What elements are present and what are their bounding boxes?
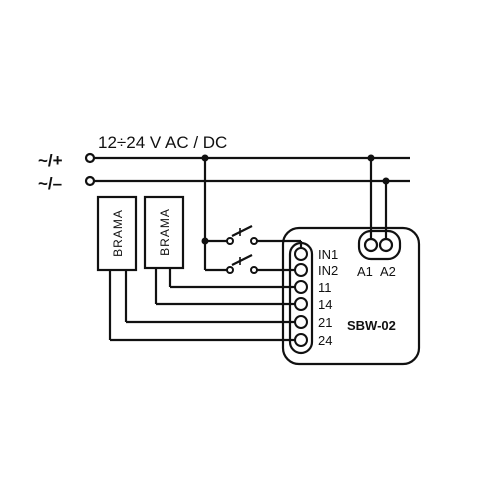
supply-voltage-label: 12÷24 V AC / DC xyxy=(98,133,227,152)
gate-1-box xyxy=(96,195,138,272)
a1-terminal xyxy=(363,237,379,253)
junction-switches xyxy=(201,154,209,162)
terminal-14 xyxy=(294,297,308,311)
label-a1: A1 xyxy=(357,264,373,279)
terminal-21 xyxy=(294,315,308,329)
positive-rail-terminal xyxy=(84,152,96,164)
label-in1: IN1 xyxy=(318,247,338,262)
terminal-24 xyxy=(294,333,308,347)
junction-switch-1 xyxy=(201,237,209,245)
label-in2: IN2 xyxy=(318,263,338,278)
terminal-11 xyxy=(294,280,308,294)
junction-a2 xyxy=(382,177,390,185)
switch-1-contact xyxy=(231,225,253,237)
terminal-in1 xyxy=(294,247,308,261)
negative-rail-terminal xyxy=(84,175,96,187)
label-24: 24 xyxy=(318,333,332,348)
module-model-label: SBW-02 xyxy=(347,318,396,333)
power-terminal-block xyxy=(357,229,402,261)
gate-2-label: BRAMA xyxy=(158,208,172,256)
label-14: 14 xyxy=(318,297,332,312)
terminal-in2 xyxy=(294,263,308,277)
label-a2: A2 xyxy=(380,264,396,279)
positive-rail-label: ~/+ xyxy=(38,151,63,170)
switch-2-contact xyxy=(231,254,253,266)
label-21: 21 xyxy=(318,315,332,330)
label-11: 11 xyxy=(318,280,332,295)
gate-2-box xyxy=(143,195,185,270)
junction-a1 xyxy=(367,154,375,162)
sbw-02-module xyxy=(281,226,421,366)
terminal-strip xyxy=(288,241,314,355)
wires xyxy=(84,152,421,366)
negative-rail-label: ~/– xyxy=(38,174,62,193)
gate-1-label: BRAMA xyxy=(111,209,125,257)
switch-contacts xyxy=(226,237,258,274)
a2-terminal xyxy=(378,237,394,253)
input-terminals xyxy=(294,247,308,347)
